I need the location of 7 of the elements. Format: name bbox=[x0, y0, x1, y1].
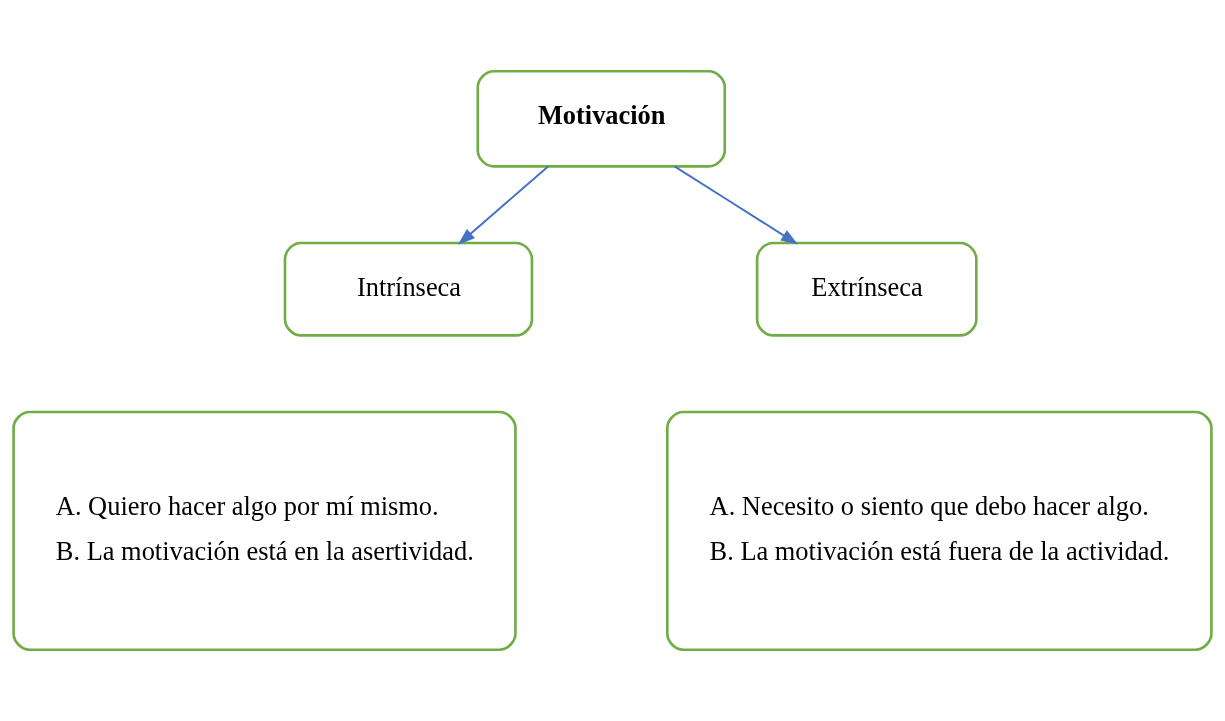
node-box: Extrínseca bbox=[755, 241, 978, 337]
node-box: A. Necesito o siento que debo hacer algo. B. La motivación está fuera de la actividad. bbox=[666, 410, 1213, 652]
arrow bbox=[673, 165, 799, 245]
node-box: Motivación bbox=[476, 69, 727, 168]
node-box: A. Quiero hacer algo por mí mismo. B. La motivación está en la asertividad. bbox=[12, 410, 517, 652]
arrow bbox=[457, 165, 550, 245]
node-box: Intrínseca bbox=[283, 241, 534, 337]
